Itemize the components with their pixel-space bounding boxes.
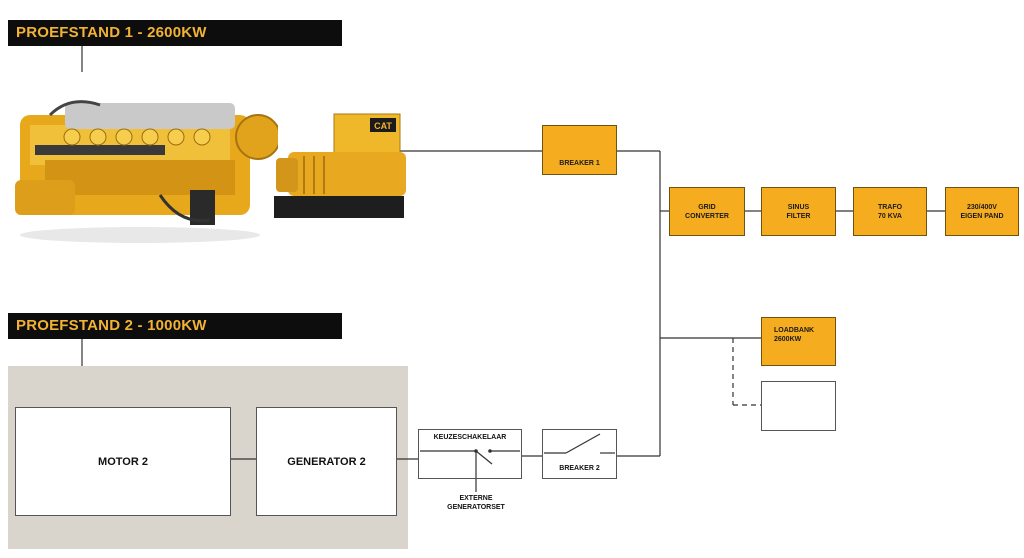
motor-2-box: MOTOR 2	[15, 407, 231, 516]
external-genset-label: EXTERNE GENERATORSET	[426, 494, 526, 512]
grid-converter-label: GRID CONVERTER	[685, 203, 729, 221]
building-supply-box: 230/400V EIGEN PAND	[945, 187, 1019, 236]
breaker-2-label: BREAKER 2	[543, 464, 616, 473]
breaker-2-box: BREAKER 2	[542, 429, 617, 479]
selector-switch-label: KEUZESCHAKELAAR	[419, 433, 521, 442]
generator-2-box: GENERATOR 2	[256, 407, 397, 516]
trafo-label: TRAFO 70 KVA	[878, 203, 902, 221]
breaker-1-box: BREAKER 1	[542, 125, 617, 175]
engine-illustration	[10, 85, 278, 245]
motor-2-label: MOTOR 2	[98, 456, 148, 468]
loadbank-box: LOADBANK 2600KW	[761, 317, 836, 366]
trafo-box: TRAFO 70 KVA	[853, 187, 927, 236]
grid-converter-box: GRID CONVERTER	[669, 187, 745, 236]
sinus-filter-label: SINUS FILTER	[787, 203, 811, 221]
breaker-1-label: BREAKER 1	[559, 159, 599, 168]
generator-illustration: CAT	[274, 110, 408, 222]
empty-load-box	[761, 381, 836, 431]
loadbank-label: LOADBANK 2600KW	[774, 326, 814, 344]
cat-logo-text: CAT	[374, 121, 392, 131]
selector-switch-box: KEUZESCHAKELAAR	[418, 429, 522, 479]
generator-2-label: GENERATOR 2	[287, 456, 365, 468]
building-supply-label: 230/400V EIGEN PAND	[960, 203, 1003, 221]
sinus-filter-box: SINUS FILTER	[761, 187, 836, 236]
